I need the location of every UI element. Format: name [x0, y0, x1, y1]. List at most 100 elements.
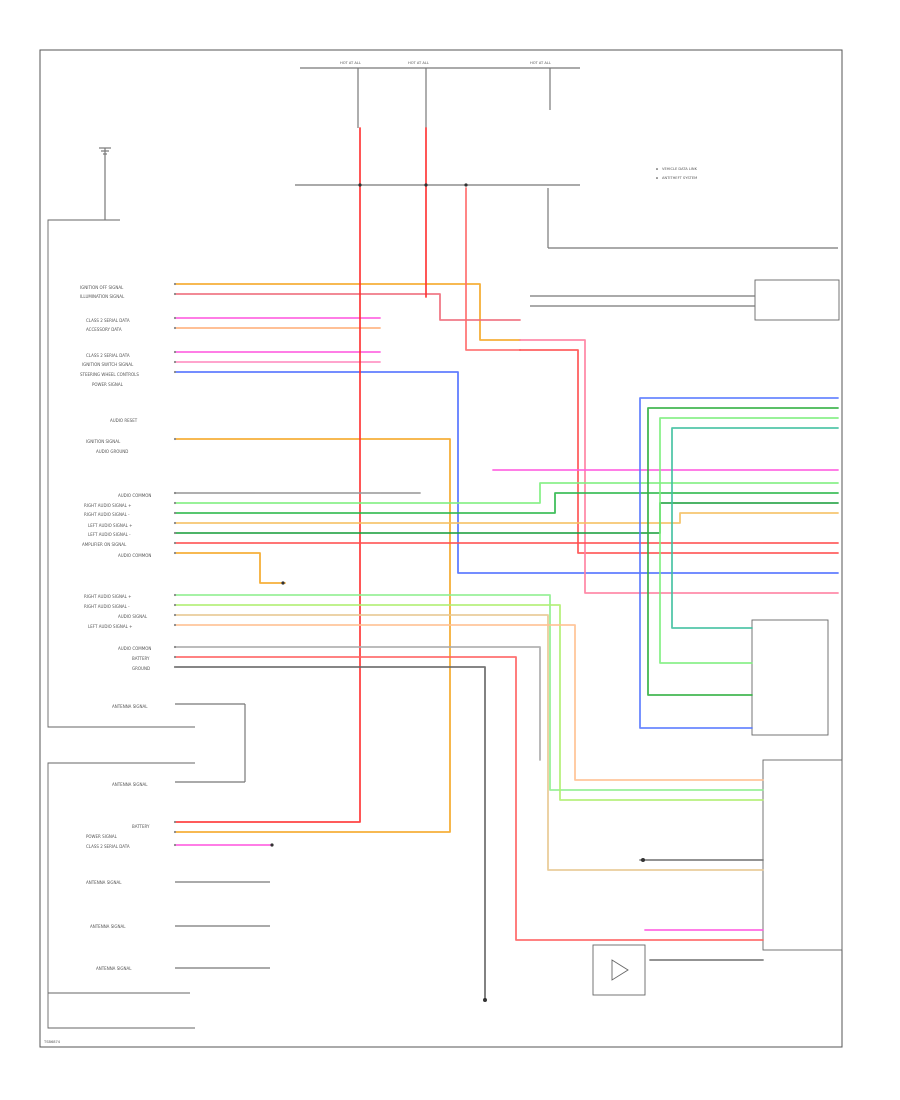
wire-orange-ign — [174, 283, 521, 341]
fuse-label-3: HOT AT ALL — [530, 61, 551, 65]
connector-pin — [173, 655, 177, 659]
left-label: STEERING WHEEL CONTROLS — [80, 372, 139, 377]
left-label: IGNITION SWITCH SIGNAL — [82, 362, 134, 367]
left-label: RIGHT AUDIO SIGNAL + — [84, 594, 132, 599]
left-label: AUDIO RESET — [110, 418, 138, 423]
left-connector-pins — [173, 282, 177, 847]
wire-green-left-minus — [174, 502, 839, 534]
left-label: AUDIO GROUND — [96, 449, 128, 454]
left-label: LEFT AUDIO SIGNAL + — [88, 523, 132, 528]
wire-lime-lower-2 — [174, 604, 764, 801]
wire-gray-lower-5 — [174, 646, 541, 761]
ground-symbol-icon — [99, 147, 111, 155]
wire-orange-audio — [174, 552, 286, 584]
legend-bullet-1 — [656, 168, 658, 170]
left-label: CLASS 2 SERIAL DATA — [86, 844, 130, 849]
left-label: POWER SIGNAL — [92, 382, 124, 387]
left-label: LEFT AUDIO SIGNAL + — [88, 624, 132, 629]
connector-pin — [173, 521, 177, 525]
left-label: ILLUMINATION SIGNAL — [80, 294, 125, 299]
connector-pin — [173, 623, 177, 627]
legend-item-1: VEHICLE DATA LINK — [662, 167, 698, 171]
wire-red-lower-6 — [174, 656, 764, 941]
left-label: IGNITION OFF SIGNAL — [80, 285, 124, 290]
left-label: BATTERY — [132, 656, 150, 661]
left-label: LEFT AUDIO SIGNAL - — [88, 532, 131, 537]
wire-red-right-1 — [519, 349, 839, 554]
connector-pin — [173, 531, 177, 535]
right-speaker-module — [751, 619, 829, 736]
wire-red-batt-1 — [174, 127, 361, 823]
left-label: AUDIO COMMON — [118, 493, 151, 498]
connector-pin — [173, 645, 177, 649]
splice-dot — [641, 858, 645, 862]
left-label: ANTENNA SIGNAL — [96, 966, 132, 971]
diagram-frame — [39, 49, 843, 1048]
splice-dot — [281, 581, 285, 585]
wire-orange-left-plus — [174, 512, 839, 524]
wire-peach-lower-4 — [174, 624, 764, 781]
wire-blue-spk-1 — [639, 397, 839, 729]
antenna-module — [592, 944, 646, 996]
connector-pin — [173, 360, 177, 364]
splice-dot — [270, 843, 274, 847]
wire-green-right-plus — [174, 482, 839, 504]
left-label: GROUND — [132, 666, 150, 671]
left-label: ACCESSORY DATA — [86, 327, 122, 332]
connector-pin — [173, 491, 177, 495]
antenna-symbol-icon — [611, 959, 629, 981]
left-label: ANTENNA SIGNAL — [86, 880, 122, 885]
right-top-module — [754, 279, 840, 321]
connector-pin — [173, 350, 177, 354]
lower-module-box — [47, 762, 195, 1029]
wire-green-spk-2 — [659, 417, 839, 664]
left-label: CLASS 2 SERIAL DATA — [86, 353, 130, 358]
colored-wires — [174, 127, 839, 1001]
radio-module-box — [47, 219, 195, 728]
right-bottom-module — [762, 759, 843, 951]
wire-tan-lower-3 — [174, 614, 764, 871]
left-label: ANTENNA SIGNAL — [112, 782, 148, 787]
ground-dot — [483, 998, 487, 1002]
legend-bullet-2 — [656, 177, 658, 179]
left-label: CLASS 2 SERIAL DATA — [86, 318, 130, 323]
wire-darkgreen-right-minus — [174, 492, 839, 514]
connector-pin — [173, 820, 177, 824]
connector-pin — [173, 370, 177, 374]
antenna-leads — [175, 295, 755, 969]
wire-pink-illum — [174, 293, 521, 321]
left-label: RIGHT AUDIO SIGNAL + — [84, 503, 132, 508]
fuse-label-2: HOT AT ALL — [408, 61, 429, 65]
splice-dot — [464, 183, 468, 187]
wire-lightgreen-lower-1 — [174, 594, 764, 791]
fuse-label-1: HOT AT ALL — [340, 61, 361, 65]
connector-pin — [173, 830, 177, 834]
left-label: POWER SIGNAL — [86, 834, 118, 839]
connector-pin — [173, 551, 177, 555]
left-label: ANTENNA SIGNAL — [112, 704, 148, 709]
wire-pink-right-1 — [519, 339, 839, 594]
left-pin-labels: IGNITION OFF SIGNAL ILLUMINATION SIGNAL … — [80, 285, 151, 971]
left-label: BATTERY — [132, 824, 150, 829]
connector-pin — [173, 511, 177, 515]
wire-green-spk-1 — [647, 407, 839, 696]
connector-pin — [173, 282, 177, 286]
connector-pin — [173, 541, 177, 545]
connector-pin — [173, 501, 177, 505]
connector-pin — [173, 326, 177, 330]
connector-pin — [173, 613, 177, 617]
connector-pin — [173, 593, 177, 597]
connector-pin — [173, 843, 177, 847]
left-label: AMPLIFIER ON SIGNAL — [82, 542, 127, 547]
left-label: AUDIO COMMON — [118, 646, 151, 651]
left-label: ANTENNA SIGNAL — [90, 924, 126, 929]
left-label: RIGHT AUDIO SIGNAL - — [84, 604, 130, 609]
connector-pin — [173, 437, 177, 441]
connector-pin — [173, 665, 177, 669]
wire-orange-power — [174, 438, 451, 833]
wire-red-batt-3 — [465, 187, 521, 351]
legend-item-2: ANTITHEFT SYSTEM — [662, 176, 697, 180]
splice-dot — [358, 183, 362, 187]
connector-pin — [173, 292, 177, 296]
